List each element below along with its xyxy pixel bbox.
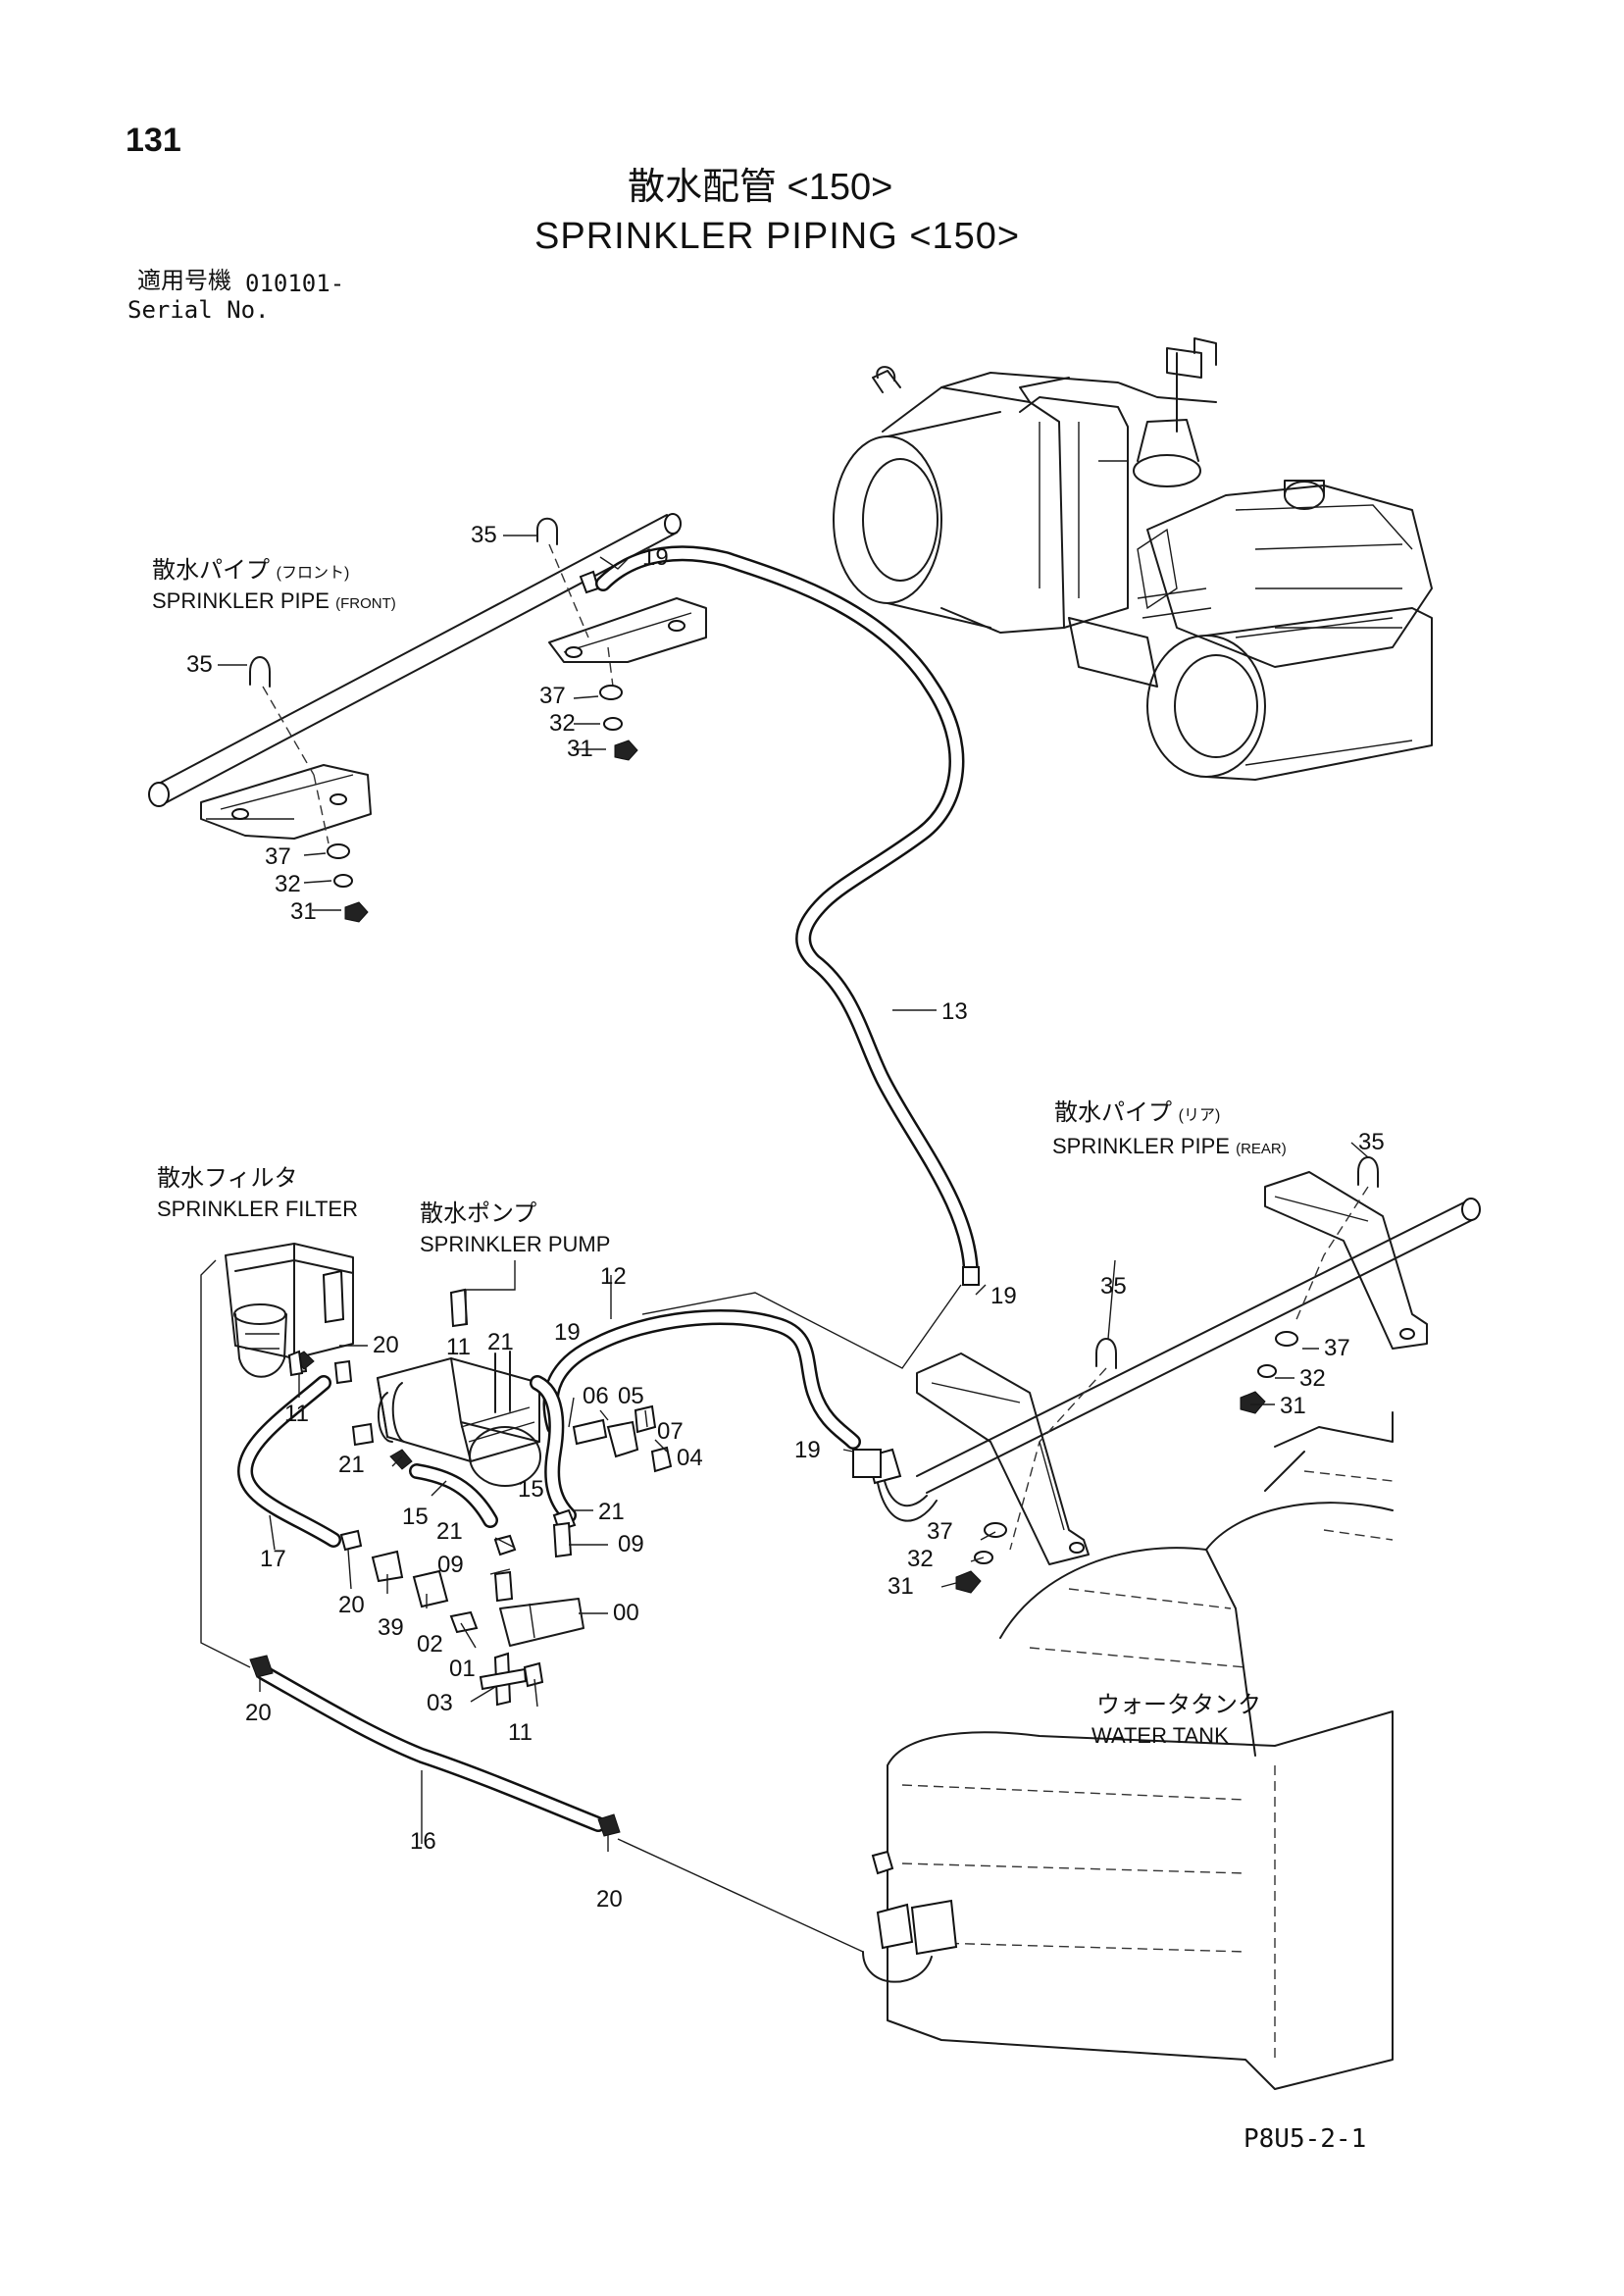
hose-12 — [542, 1284, 962, 1450]
callout-32d: 32 — [907, 1546, 934, 1572]
callout-09b: 09 — [618, 1531, 644, 1557]
callout-01: 01 — [449, 1656, 476, 1682]
callout-31a: 31 — [567, 736, 593, 762]
callout-31b: 31 — [290, 898, 317, 925]
callout-15a: 15 — [402, 1504, 429, 1530]
callout-35d: 35 — [1100, 1273, 1127, 1300]
pump-label-en: SPRINKLER PUMP — [420, 1232, 611, 1256]
callout-21b: 21 — [338, 1452, 365, 1478]
callout-11a: 11 — [446, 1334, 471, 1360]
filter-label-jp: 散水フィルタ — [157, 1165, 298, 1192]
pump-fittings — [287, 1288, 673, 1707]
callout-09a: 09 — [437, 1552, 464, 1578]
callout-13: 13 — [941, 998, 968, 1025]
hose-15 — [409, 1375, 577, 1528]
serial-label-english: Serial No. — [127, 296, 270, 324]
pipe-front-en-text: SPRINKLER PIPE — [152, 588, 330, 613]
pipe-front-label-jp: 散水パイプ (フロント) — [152, 559, 349, 583]
callout-37d: 37 — [927, 1518, 953, 1545]
pipe-front-en-note: (FRONT) — [335, 595, 396, 612]
sprinkler-filter — [225, 1243, 354, 1385]
filter-label-en: SPRINKLER FILTER — [157, 1197, 358, 1221]
callout-19c: 19 — [554, 1319, 581, 1346]
footer-drawing-code: P8U5-2-1 — [1243, 2124, 1367, 2154]
callout-16: 16 — [410, 1828, 436, 1855]
callout-20a: 20 — [373, 1332, 399, 1358]
callout-06: 06 — [583, 1383, 609, 1409]
callout-32a: 32 — [549, 710, 576, 737]
callout-11c: 11 — [508, 1719, 533, 1746]
hose-13 — [595, 545, 980, 1286]
sprinkler-pump — [351, 1351, 541, 1487]
callout-15b: 15 — [518, 1476, 544, 1503]
pipe-front-jp-note: (フロント) — [276, 565, 350, 582]
tank-label-jp: ウォータタンク — [1096, 1692, 1261, 1718]
pipe-rear-label-jp: 散水パイプ (リア) — [1054, 1101, 1220, 1125]
pump-label-jp: 散水ポンプ — [420, 1200, 537, 1227]
leader-lines — [200, 535, 1369, 1953]
hose-17 — [237, 1375, 341, 1548]
callout-19a: 19 — [642, 544, 669, 571]
callout-03: 03 — [427, 1690, 453, 1716]
callout-20c: 20 — [245, 1700, 272, 1726]
page-title-japanese: 散水配管 <150> — [628, 167, 893, 208]
page-number: 131 — [126, 122, 181, 159]
callout-07: 07 — [657, 1418, 684, 1445]
callout-17: 17 — [260, 1546, 286, 1572]
callout-37b: 37 — [265, 843, 291, 870]
serial-number-value: 010101- — [245, 270, 345, 297]
callout-35b: 35 — [186, 651, 213, 678]
callout-32c: 32 — [1299, 1365, 1326, 1392]
callout-12: 12 — [600, 1263, 627, 1290]
callout-21d: 21 — [436, 1518, 463, 1545]
callout-11b: 11 — [284, 1401, 309, 1427]
sprinkler-pipe-rear — [852, 1156, 1481, 1594]
callout-35a: 35 — [471, 522, 497, 548]
callout-31d: 31 — [888, 1573, 914, 1600]
callout-21c: 21 — [598, 1499, 625, 1525]
front-fasteners — [327, 685, 638, 923]
callout-04: 04 — [677, 1445, 703, 1471]
callout-19b: 19 — [990, 1283, 1017, 1309]
callout-37a: 37 — [539, 683, 566, 709]
water-tank-illustration — [862, 1411, 1394, 2090]
sprinkler-pipe-front — [148, 513, 707, 844]
callout-00: 00 — [613, 1600, 639, 1626]
callout-35c: 35 — [1358, 1129, 1385, 1155]
roller-machine-illustration — [833, 337, 1433, 781]
pipe-rear-jp-note: (リア) — [1178, 1107, 1221, 1124]
callout-20b: 20 — [338, 1592, 365, 1618]
callout-05: 05 — [618, 1383, 644, 1409]
pipe-rear-en-note: (REAR) — [1236, 1141, 1287, 1157]
callout-32b: 32 — [275, 871, 301, 897]
tank-label-en: WATER TANK — [1091, 1723, 1229, 1748]
callout-20d: 20 — [596, 1886, 623, 1913]
callout-31c: 31 — [1280, 1393, 1306, 1419]
callout-19d: 19 — [794, 1437, 821, 1463]
pipe-rear-jp-text: 散水パイプ — [1054, 1099, 1172, 1126]
callout-02: 02 — [417, 1631, 443, 1658]
pipe-rear-label-en: SPRINKLER PIPE (REAR) — [1052, 1136, 1287, 1157]
callout-37c: 37 — [1324, 1335, 1350, 1361]
serial-label-japanese: 適用号機 — [137, 268, 231, 294]
callout-21a: 21 — [487, 1329, 514, 1355]
pipe-front-label-en: SPRINKLER PIPE (FRONT) — [152, 590, 396, 612]
pipe-rear-en-text: SPRINKLER PIPE — [1052, 1134, 1230, 1158]
page-title-english: SPRINKLER PIPING <150> — [534, 216, 1021, 257]
callout-39: 39 — [378, 1614, 404, 1641]
pipe-front-jp-text: 散水パイプ — [152, 557, 270, 584]
hose-16 — [249, 1655, 621, 1837]
